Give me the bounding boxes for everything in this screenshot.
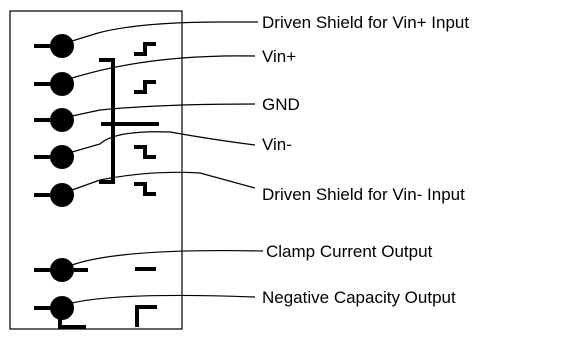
terminal-vin-neg	[34, 145, 74, 169]
terminal-negative-capacity	[34, 296, 86, 329]
falling-edge-icon	[134, 182, 156, 196]
panel-outline	[9, 10, 183, 330]
terminal-clamp-current	[34, 258, 88, 282]
label-vin-neg: Vin-	[262, 135, 292, 154]
label-clamp-current: Clamp Current Output	[266, 242, 433, 261]
terminal-gnd	[34, 108, 74, 132]
input-group-bracket	[99, 58, 159, 184]
terminal-driven-shield-neg	[34, 183, 74, 207]
label-vin-pos: Vin+	[262, 47, 296, 66]
label-negative-capacity: Negative Capacity Output	[262, 288, 456, 307]
leader-lines	[71, 21, 264, 304]
label-driven-shield-pos: Driven Shield for Vin+ Input	[262, 13, 469, 32]
rising-edge-icon	[134, 80, 156, 94]
label-driven-shield-neg: Driven Shield for Vin- Input	[262, 185, 465, 204]
rising-edge-icon	[134, 42, 156, 56]
label-gnd: GND	[262, 95, 300, 114]
terminal-vin-pos	[34, 72, 74, 96]
falling-edge-icon	[134, 145, 156, 159]
corner-step-icon	[135, 305, 157, 327]
terminal-driven-shield-pos	[34, 34, 74, 58]
